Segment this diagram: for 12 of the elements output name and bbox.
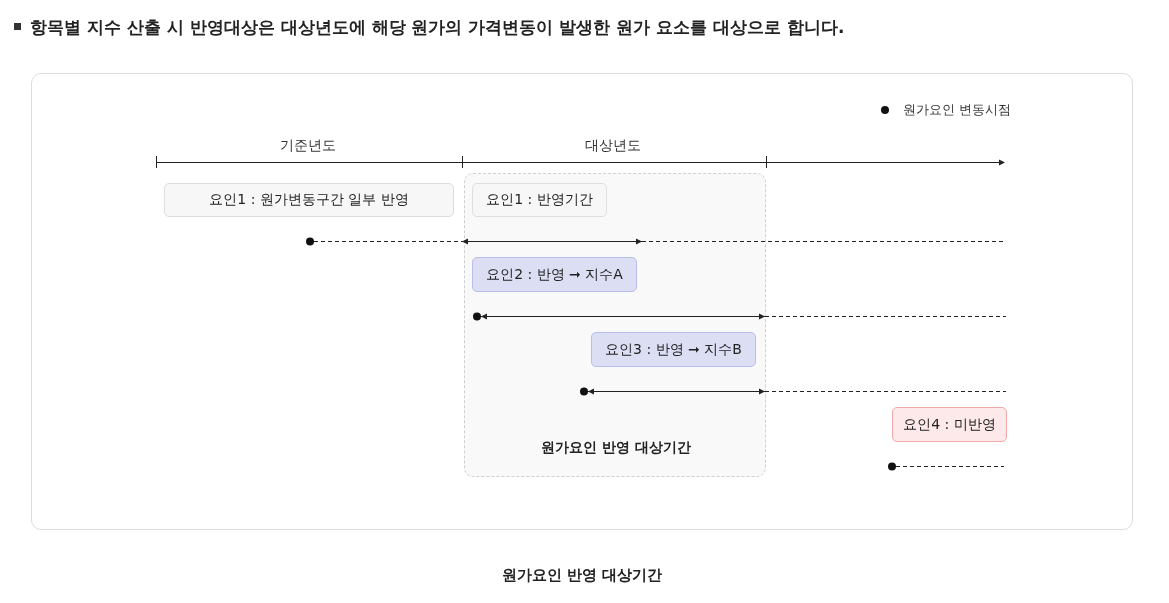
band-title: 원가요인 반영 대상기간: [541, 439, 691, 457]
factor-box: 요인1 : 반영기간: [472, 183, 607, 217]
axis-label: 기준년도: [280, 137, 336, 155]
factor-box: 요인2 : 반영 ➞ 지수A: [472, 257, 637, 292]
axis-label: 대상년도: [585, 137, 641, 155]
title-text: 항목별 지수 산출 시 반영대상은 대상년도에 해당 원가의 가격변동이 발생한 원가 요소를 대상으로 합니다.: [30, 15, 845, 39]
factor-box: 요인4 : 미반영: [892, 407, 1007, 442]
factor-box: 요인1 : 원가변동구간 일부 반영: [164, 183, 454, 217]
legend-label: 원가요인 변동시점: [903, 101, 1012, 119]
caption-text: 원가요인 반영 대상기간: [501, 565, 663, 585]
period-band: [464, 173, 766, 477]
factor-box: 요인3 : 반영 ➞ 지수B: [591, 332, 756, 367]
